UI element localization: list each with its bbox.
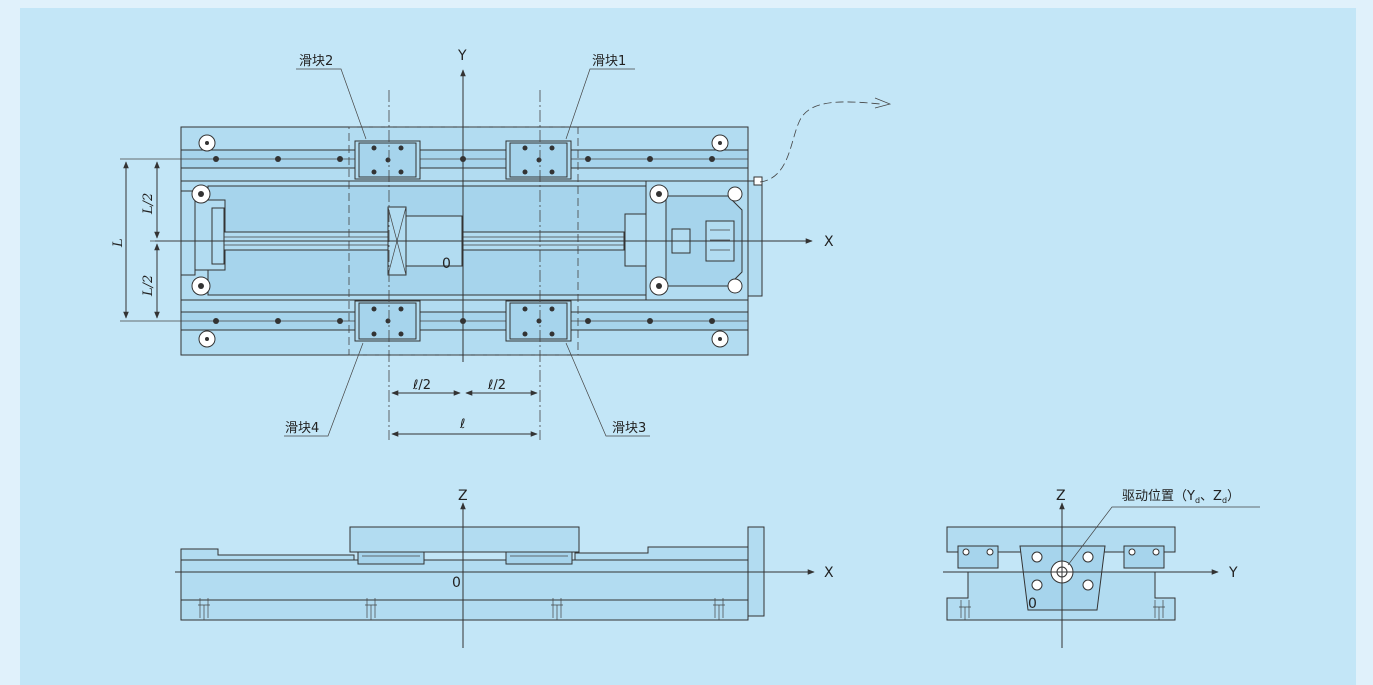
z-axis-label-front: Z [458, 488, 468, 504]
diagram-panel: 滑块2 滑块1 滑块4 滑块3 Y X 0 L L/2 L/2 ℓ/2 ℓ/2 … [20, 8, 1356, 685]
slider2-label: 滑块2 [299, 54, 333, 69]
y-axis-label: Y [457, 48, 467, 64]
x-axis-label-top: X [824, 234, 834, 250]
front-table [349, 526, 580, 553]
origin-label-top: 0 [442, 256, 451, 272]
connector-plate [747, 180, 763, 297]
front-bolts [198, 598, 725, 620]
dim-L-half-lower: L/2 [141, 275, 156, 297]
slider4-label: 滑块4 [285, 421, 319, 436]
slider1-label: 滑块1 [592, 54, 626, 69]
cable [759, 101, 881, 183]
x-axis-label-front: X [824, 565, 834, 581]
dim-l-half-left: ℓ/2 [412, 378, 431, 393]
front-view [175, 502, 815, 648]
z-axis-label-side: Z [1056, 488, 1066, 504]
dim-l: ℓ [459, 417, 465, 432]
slider3-label: 滑块3 [612, 421, 646, 436]
dim-L: L [111, 238, 126, 248]
drive-position-label: 驱动位置（Yd、Zd） [1122, 489, 1240, 505]
linear-stage-drawing: 滑块2 滑块1 滑块4 滑块3 Y X 0 L L/2 L/2 ℓ/2 ℓ/2 … [111, 48, 1260, 648]
slider-block-1 [505, 140, 572, 180]
slider-block-2 [354, 140, 421, 180]
slider-block-4 [354, 300, 421, 342]
side-view [943, 502, 1260, 648]
origin-label-side: 0 [1028, 596, 1037, 612]
dim-L-half-upper: L/2 [141, 193, 156, 215]
origin-label-front: 0 [452, 575, 461, 591]
dim-l-half-right: ℓ/2 [487, 378, 506, 393]
y-axis-label-side: Y [1228, 565, 1238, 581]
slider-block-3 [505, 300, 572, 342]
top-view [120, 68, 892, 440]
